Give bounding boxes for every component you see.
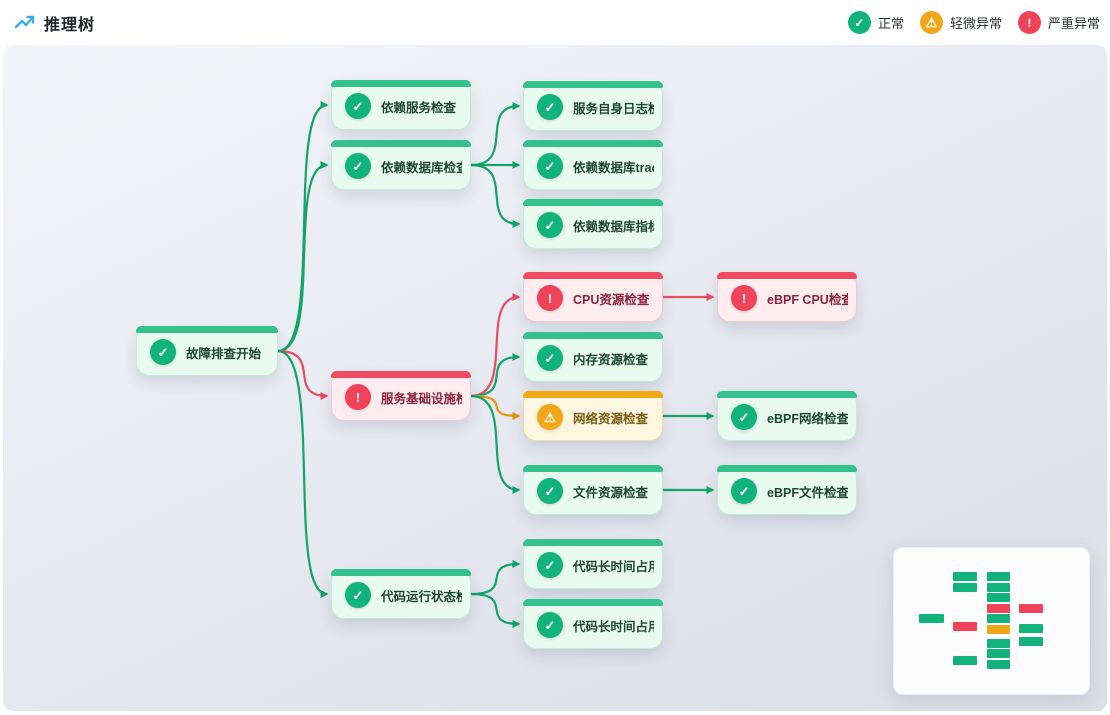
tree-node-label: 网络资源检查 [573,411,649,426]
minimap-node [987,660,1010,669]
edge-infra-net [470,394,521,420]
tree-node-net[interactable]: ⚠ 网络资源检查 [523,391,663,441]
tree-edges [277,101,715,628]
check-icon: ✓ [345,582,371,608]
tree-node-label: 故障排查开始 [186,346,262,361]
header-left: 推理树 [14,11,95,35]
minimap-node [987,614,1010,623]
tree-node-db-metric[interactable]: ✓ 依赖数据库指标检查 [523,199,663,249]
check-icon: ✓ [345,93,371,119]
tree-node-label: 代码运行状态检查 [381,589,462,604]
edge-start-dep-db [277,161,329,353]
tree-node-label: eBPF CPU检查 [767,292,848,307]
legend-item-warning: ⚠ 轻微异常 [919,11,1002,34]
tree-node-dep-db[interactable]: ✓ 依赖数据库检查 [331,140,471,190]
tree-node-code-run[interactable]: ✓ 代码运行状态检查 [331,569,471,619]
exclamation-icon: ! [1017,11,1041,34]
minimap-node [987,572,1010,581]
check-icon: ✓ [345,153,371,179]
warning-icon: ⚠ [919,11,943,34]
legend-label-warning: 轻微异常 [949,16,1002,31]
minimap-node [953,656,977,665]
exclamation-icon: ! [345,384,371,410]
tree-node-mem[interactable]: ✓ 内存资源检查 [523,332,663,382]
tree-node-code-cpu[interactable]: ✓ 代码长时间占用cpu... [523,539,663,589]
tree-node-label: 文件资源检查 [573,485,649,500]
page-title: 推理树 [44,16,96,34]
tree-node-file[interactable]: ✓ 文件资源检查 [523,465,663,515]
check-icon: ✓ [537,478,563,504]
edge-code-run-code-cpu [470,560,521,596]
tree-node-ebpf-file[interactable]: ✓ eBPF文件检查 [717,465,857,515]
edge-code-run-code-lock [470,592,521,628]
minimap-node [987,649,1010,658]
tree-node-label: 内存资源检查 [573,352,649,367]
check-icon: ✓ [731,478,757,504]
edge-infra-file [470,394,521,494]
tree-node-cpu[interactable]: ! CPU资源检查 [523,272,663,322]
check-icon: ✓ [537,212,563,238]
trending-up-icon [14,15,35,29]
minimap-node [987,625,1010,634]
minimap-node [987,593,1010,602]
edge-infra-mem [470,353,521,398]
check-icon: ✓ [847,11,871,34]
edge-infra-cpu [470,293,521,398]
minimap[interactable] [893,547,1090,695]
edge-start-code-run [277,349,329,598]
minimap-node [1019,624,1043,633]
edge-start-dep-service [277,101,329,353]
tree-node-start[interactable]: ✓ 故障排查开始 [136,326,278,376]
minimap-node [987,583,1010,592]
check-icon: ✓ [537,153,563,179]
warning-icon: ⚠ [537,404,563,430]
exclamation-icon: ! [537,285,563,311]
tree-node-db-trace[interactable]: ✓ 依赖数据库trace检查 [523,140,663,190]
minimap-node [987,604,1010,613]
exclamation-icon: ! [731,285,757,311]
header: 推理树 ✓ 正常 ⚠ 轻微异常 ! 严重异常 [0,0,1110,45]
tree-node-label: eBPF文件检查 [767,485,848,500]
tree-node-self-log[interactable]: ✓ 服务自身日志检查 [523,81,663,131]
edge-dep-db-self-log [470,102,521,167]
tree-node-label: 代码长时间占用cpu... [573,559,654,574]
check-icon: ✓ [731,404,757,430]
tree-node-ebpf-cpu[interactable]: ! eBPF CPU检查 [717,272,857,322]
edge-dep-db-db-metric [470,163,521,228]
tree-node-ebpf-net[interactable]: ✓ eBPF网络检查 [717,391,857,441]
tree-node-label: 依赖数据库检查 [381,160,462,175]
minimap-node [1019,604,1043,613]
tree-node-label: 依赖数据库指标检查 [573,219,654,234]
minimap-node [1019,637,1043,646]
legend-item-normal: ✓ 正常 [847,11,904,34]
check-icon: ✓ [537,94,563,120]
legend-label-normal: 正常 [877,16,904,31]
status-legend: ✓ 正常 ⚠ 轻微异常 ! 严重异常 [847,11,1100,34]
check-icon: ✓ [537,345,563,371]
tree-node-label: CPU资源检查 [573,292,650,307]
check-icon: ✓ [150,339,176,365]
minimap-node [953,572,977,581]
legend-label-critical: 严重异常 [1047,16,1100,31]
minimap-node [987,639,1010,648]
minimap-node [919,614,944,623]
tree-node-label: 代码长时间占用锁... [573,619,654,634]
edge-start-infra [277,349,329,400]
reasoning-tree-canvas[interactable]: ✓ 故障排查开始 ✓ 依赖服务检查 ✓ 依赖数据库检查! 服务基础设施检查 ✓ 代码运行状态检查… [3,45,1107,711]
tree-node-infra[interactable]: ! 服务基础设施检查 [331,371,471,421]
legend-item-critical: ! 严重异常 [1017,11,1100,34]
tree-node-label: 服务基础设施检查 [381,391,462,406]
minimap-node [953,583,977,592]
check-icon: ✓ [537,552,563,578]
tree-node-dep-service[interactable]: ✓ 依赖服务检查 [331,80,471,130]
minimap-node [953,622,977,631]
tree-node-label: eBPF网络检查 [767,411,848,426]
tree-node-code-lock[interactable]: ✓ 代码长时间占用锁... [523,599,663,649]
check-icon: ✓ [537,612,563,638]
tree-node-label: 依赖数据库trace检查 [573,160,654,175]
tree-node-label: 服务自身日志检查 [573,101,654,116]
tree-node-label: 依赖服务检查 [381,100,457,115]
